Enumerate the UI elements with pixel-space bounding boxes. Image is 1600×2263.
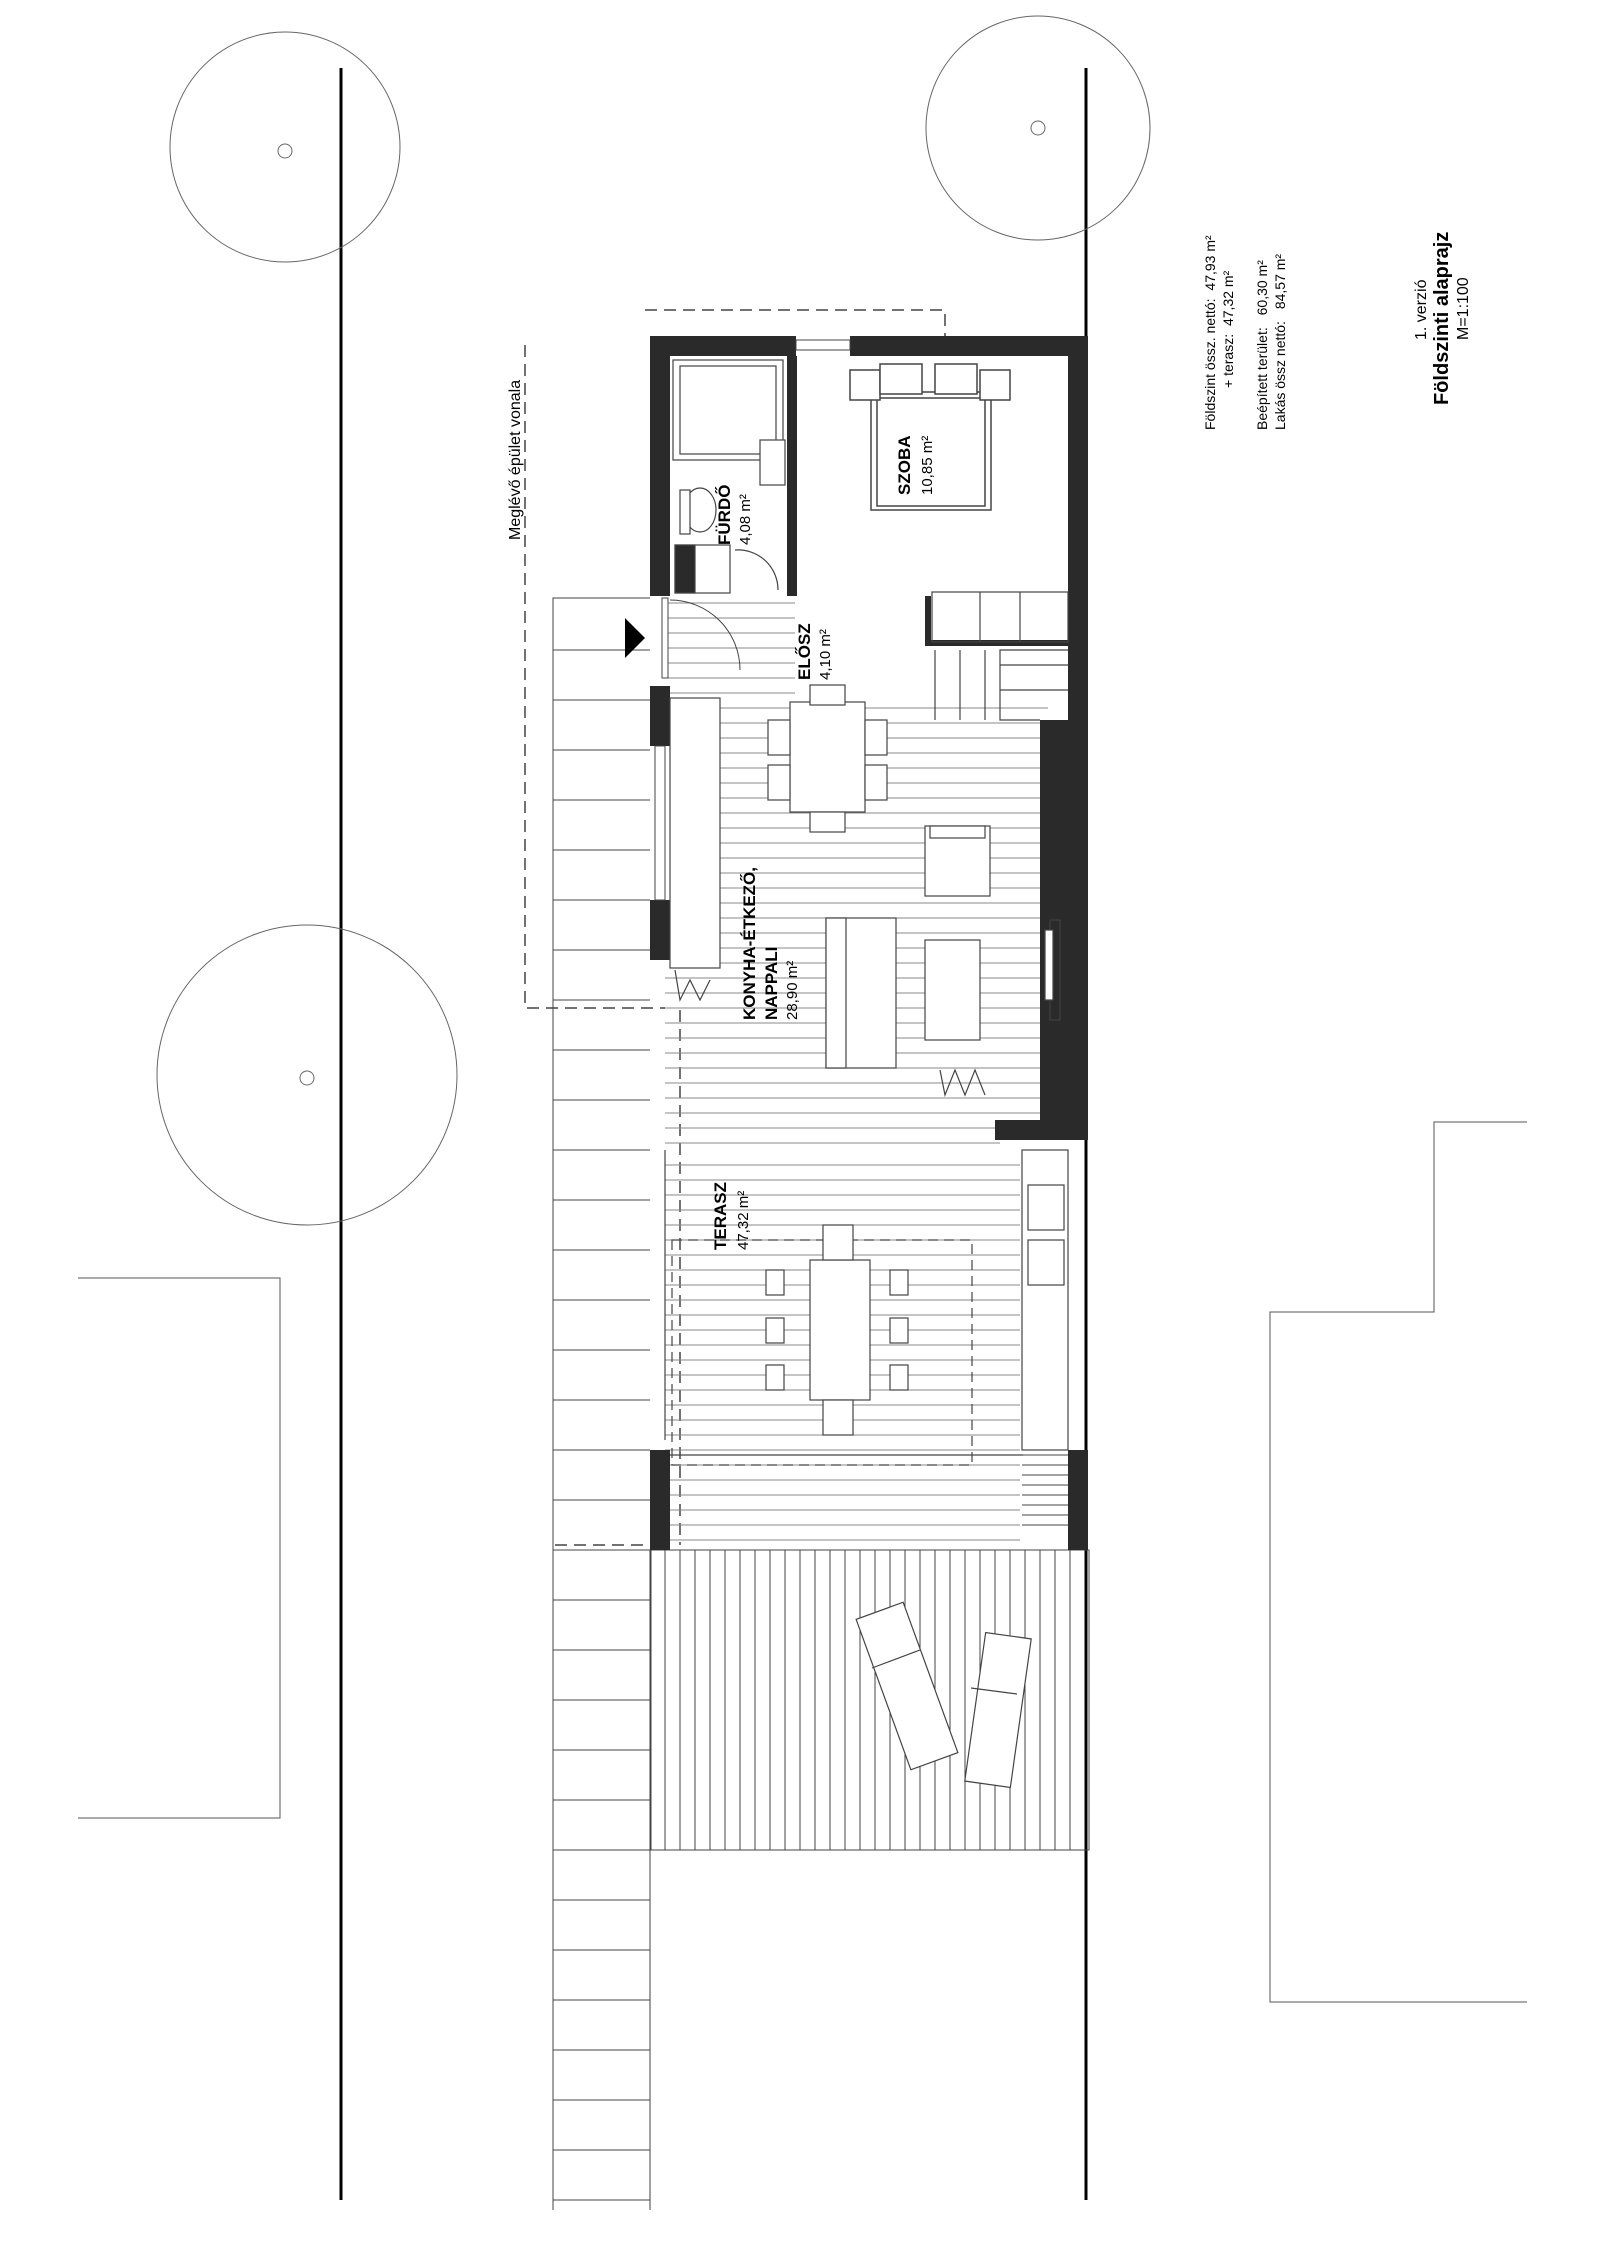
drawing-version: 1. verzió bbox=[1413, 279, 1430, 340]
label-furdo: FÜRDŐ 4,08 m² bbox=[715, 485, 754, 545]
dining-table bbox=[767, 684, 888, 833]
room-area-furdo: 4,08 m² bbox=[737, 494, 754, 545]
room-name-eloszoba: ELŐSZ bbox=[795, 623, 814, 680]
tree-symbols bbox=[156, 15, 1151, 1226]
label-existing-building: Meglévő épület vonala bbox=[507, 380, 524, 540]
room-area-eloszoba: 4,10 m² bbox=[817, 629, 834, 680]
neighbour-buildings bbox=[78, 1121, 1527, 2003]
summary-terrace: + terasz: 47,32 m² bbox=[1220, 270, 1236, 388]
sun-loungers bbox=[855, 1601, 1032, 1789]
label-nappali: KONYHA-ÉTKEZŐ, NAPPALI 28,90 m² bbox=[740, 867, 801, 1020]
existing-building-outline bbox=[645, 309, 946, 345]
room-area-terasz: 47,32 m² bbox=[735, 1191, 752, 1250]
side-walkway bbox=[552, 597, 651, 2210]
bathroom-fixtures bbox=[672, 359, 786, 594]
room-name-nappali-line2: NAPPALI bbox=[762, 947, 781, 1020]
summary-flat-net: Lakás össz nettó: 84,57 m² bbox=[1272, 254, 1288, 430]
room-area-szoba: 10,85 m² bbox=[919, 436, 936, 495]
summary-ground-net: Földszint össz. nettó: 47,93 m² bbox=[1202, 235, 1218, 430]
area-summary: Földszint össz. nettó: 47,93 m² + terasz… bbox=[1202, 235, 1288, 430]
kitchen-counter bbox=[669, 697, 721, 1002]
bed bbox=[849, 363, 1011, 511]
terrace-furniture bbox=[765, 1149, 1069, 1526]
room-area-nappali: 28,90 m² bbox=[784, 961, 801, 1020]
room-name-nappali-line1: KONYHA-ÉTKEZŐ, bbox=[740, 867, 759, 1020]
existing-building-label: Meglévő épület vonala bbox=[507, 380, 524, 540]
garden-deck bbox=[650, 1549, 1090, 1851]
entrance bbox=[625, 597, 741, 679]
label-terasz: TERASZ 47,32 m² bbox=[711, 1182, 752, 1250]
walls bbox=[650, 336, 1088, 1550]
summary-built-area: Beépített terület: 60,30 m² bbox=[1254, 260, 1270, 430]
label-szoba: SZOBA 10,85 m² bbox=[895, 436, 936, 496]
title-block: 1. verzió Földszinti alaprajz M=1:100 bbox=[1413, 232, 1472, 405]
staircase bbox=[931, 591, 1069, 721]
drawing-title: Földszinti alaprajz bbox=[1431, 232, 1453, 405]
room-outlines bbox=[652, 1150, 1023, 1466]
room-name-szoba: SZOBA bbox=[895, 436, 914, 496]
windows bbox=[654, 339, 1061, 1021]
label-eloszoba: ELŐSZ 4,10 m² bbox=[795, 623, 834, 680]
drawing-scale: M=1:100 bbox=[1455, 277, 1472, 340]
room-name-terasz: TERASZ bbox=[711, 1182, 730, 1250]
living-furniture bbox=[825, 825, 1054, 1098]
room-name-furdo: FÜRDŐ bbox=[715, 485, 734, 545]
